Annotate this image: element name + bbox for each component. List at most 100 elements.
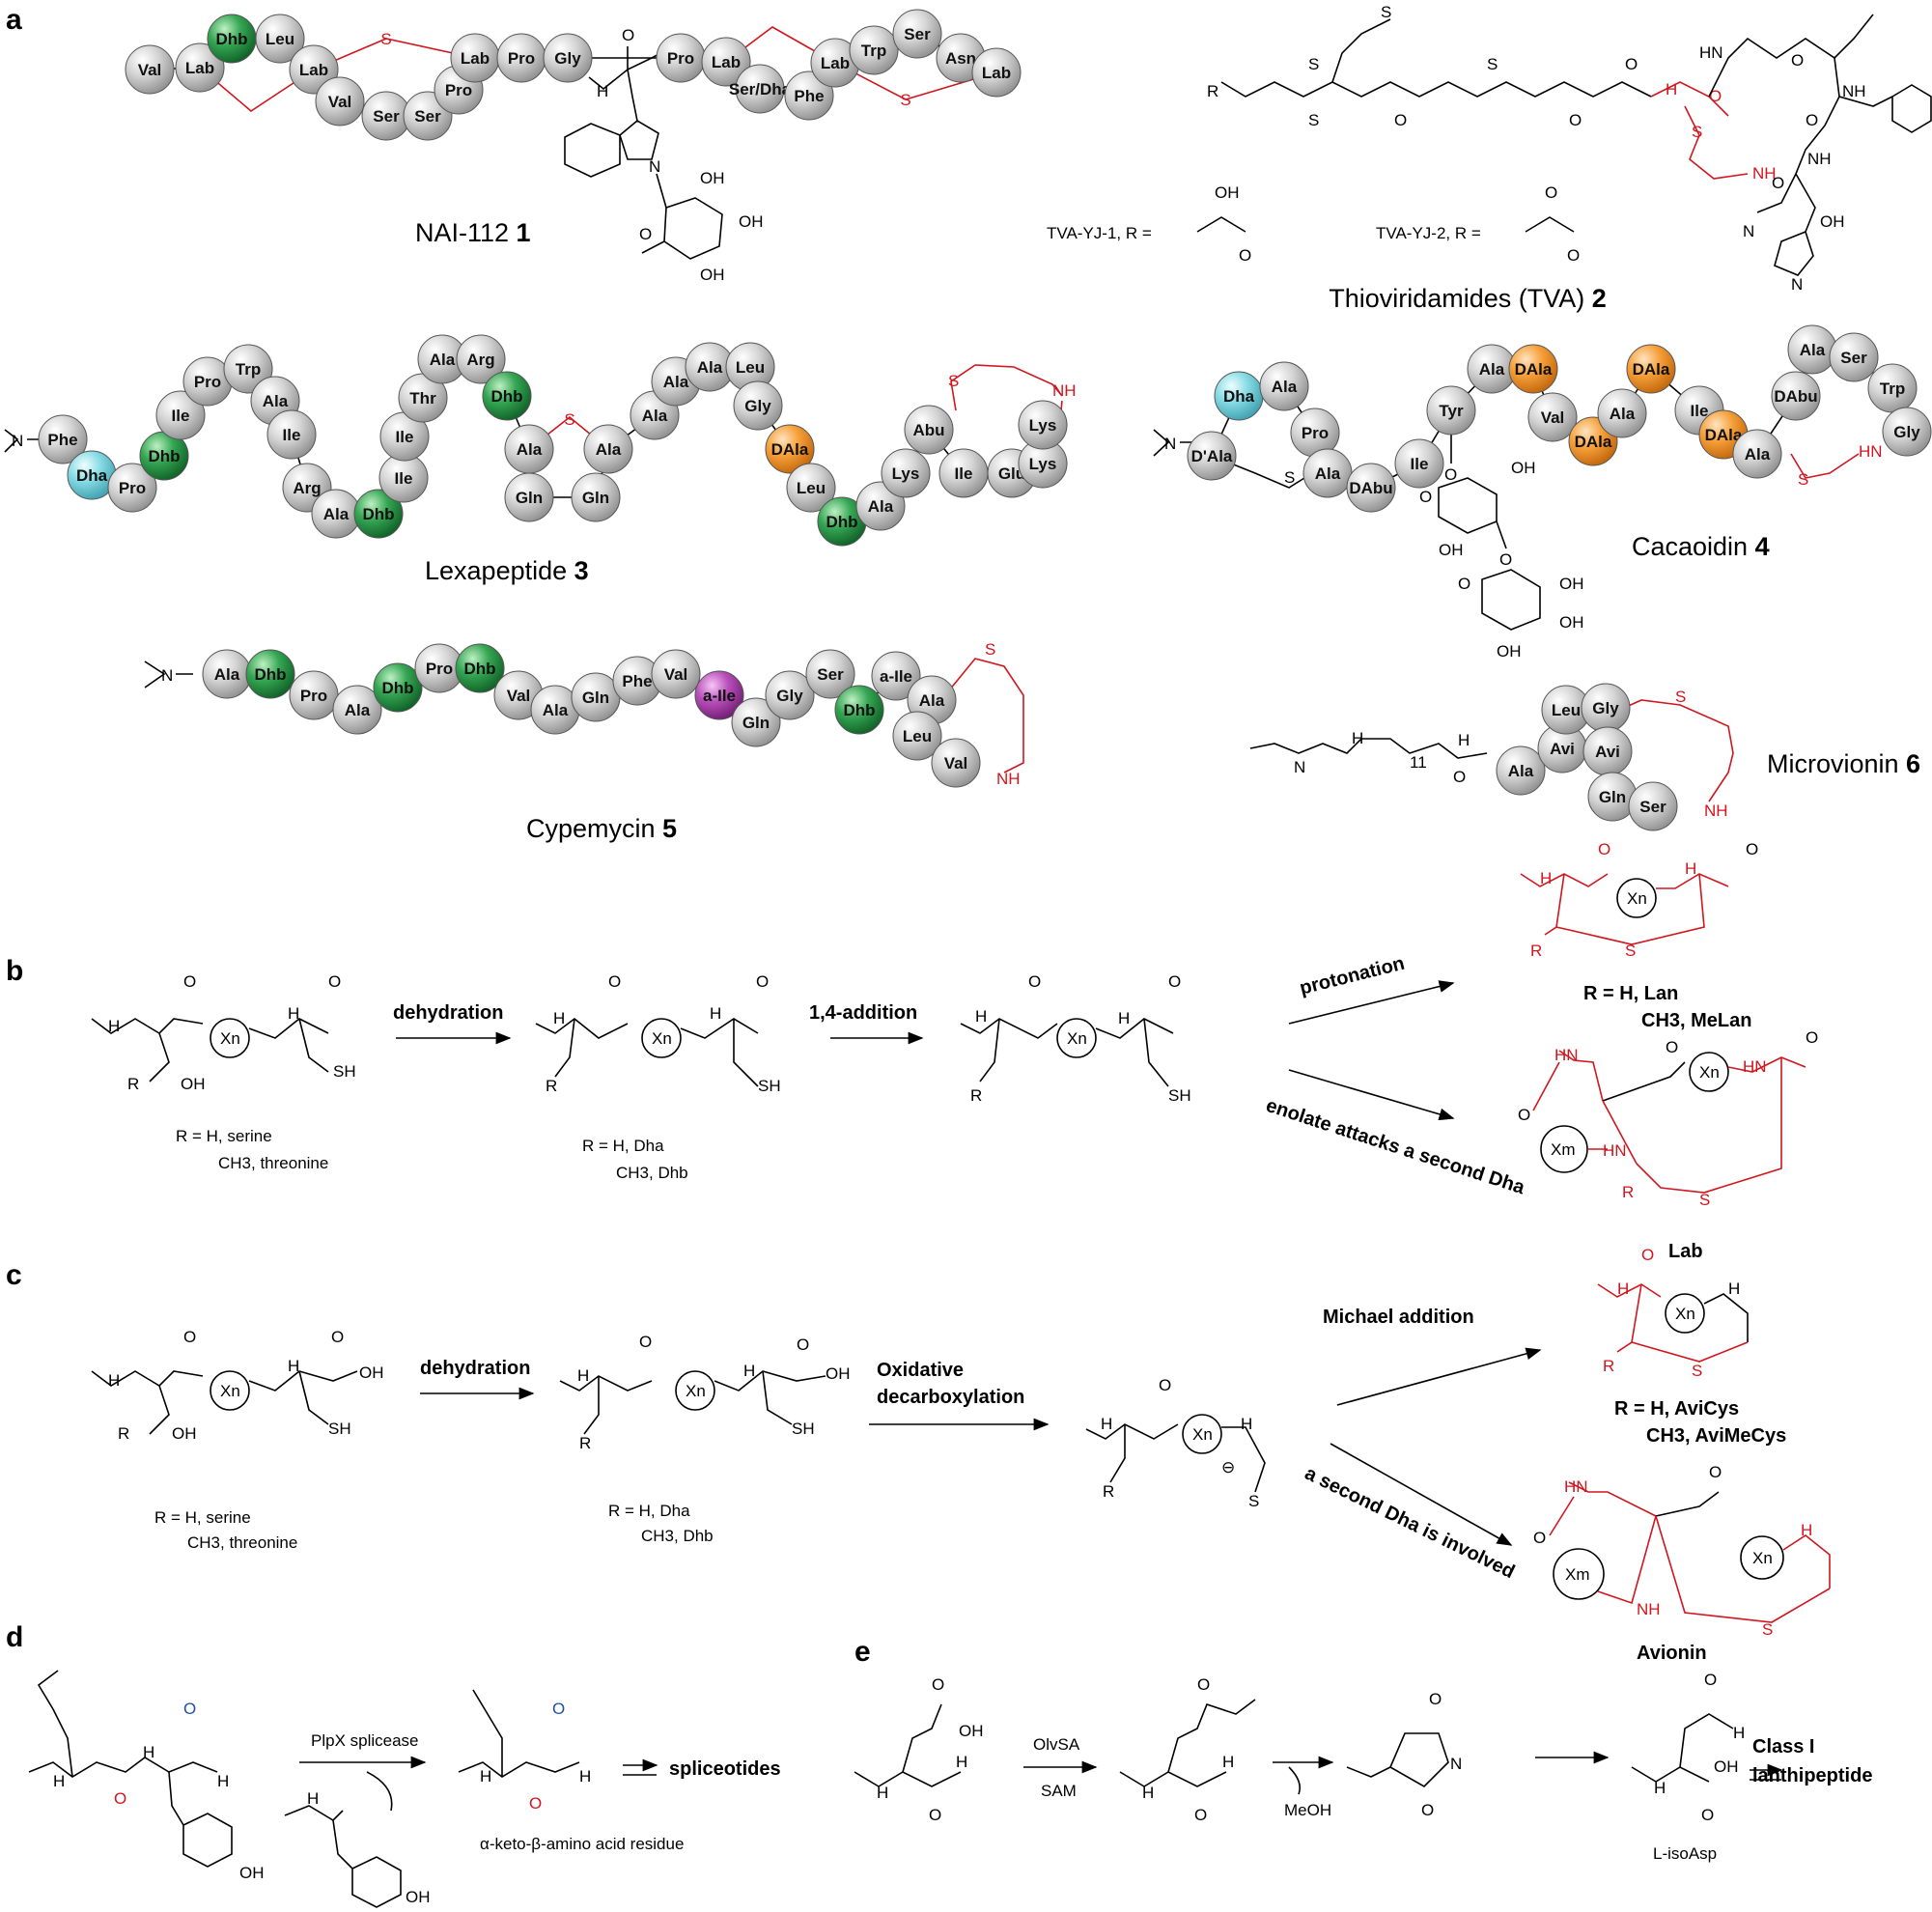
intermediate-label: R = H, Dha (608, 1502, 690, 1520)
residue-label: Pro (426, 660, 453, 678)
oxygen-atom: O (756, 972, 769, 991)
panel-e-isoasp: H O H OH O OlvSA SAM H O H O MeOH O O N … (854, 1671, 1872, 1863)
oxygen-atom: O (529, 1794, 542, 1813)
residue-label: Dha (1223, 387, 1255, 406)
nh-atom: H (743, 1362, 755, 1380)
indole-benzene (564, 123, 621, 178)
nh-atom: NH (1842, 82, 1866, 100)
residue-bead (353, 489, 404, 539)
hydroxyl: OH (359, 1364, 384, 1382)
avionin-ring (1655, 1515, 1831, 1623)
residue-label: Asn (945, 49, 976, 68)
residue-label: Gln (516, 489, 543, 507)
residue-label: Dhb (148, 447, 180, 465)
sugar-ring-1 (1438, 477, 1498, 534)
residue-label: Lab (299, 61, 328, 79)
residue-bead (504, 472, 554, 522)
residue-label: Ser (1639, 798, 1666, 816)
backbone (714, 1370, 826, 1392)
nh-atom: H (1733, 1724, 1745, 1742)
xn-residue (1616, 878, 1657, 918)
n-atom: N (1791, 275, 1803, 294)
phenyl-ring (1891, 84, 1932, 133)
avicys-ring (1631, 1341, 1749, 1363)
nh-atom: HN (1859, 442, 1883, 461)
residue-bead (543, 33, 593, 83)
residue-label: Ala (1479, 360, 1505, 379)
oxygen-atom: O (552, 1700, 565, 1718)
thiol: SH (1168, 1086, 1191, 1105)
oxygen-atom: O (1168, 972, 1181, 991)
thiolate-charge: ⊖ (1221, 1458, 1235, 1476)
oxygen-atom: O (639, 1333, 652, 1351)
nh-atom: H (108, 1371, 120, 1390)
intermediate-label: CH3, Dhb (616, 1164, 688, 1182)
hydroxyl: OH (1439, 541, 1464, 559)
product-label: R = H, AviCys (1614, 1398, 1739, 1420)
nh-atom: H (553, 1009, 565, 1027)
avionin-bridge (1604, 699, 1734, 802)
r-group: R (1207, 82, 1218, 100)
residue-bead (731, 697, 781, 747)
oxygen-atom: O (932, 1675, 944, 1694)
residue-label: Pro (1302, 424, 1329, 442)
methyl-bond (641, 240, 665, 254)
vinyl-group (1109, 1424, 1126, 1483)
substrate-label: R = H, serine (176, 1127, 272, 1145)
isoasp-label: L-isoAsp (1653, 1844, 1717, 1863)
sugar-ring (663, 197, 723, 260)
residue-label: Trp (1880, 380, 1905, 398)
cys-sidechain (733, 1019, 759, 1087)
residue-label: DAla (1633, 360, 1670, 379)
residue-label: Thr (409, 389, 436, 408)
r-group: R (579, 1434, 591, 1452)
oxygen-atom: O (1028, 972, 1041, 991)
residue-bead (223, 344, 273, 394)
sulfur-atom: S (1248, 1492, 1259, 1510)
hydroxyl: OH (1714, 1757, 1739, 1776)
curved-arrow (366, 1771, 393, 1812)
intermediate-label: CH3, Dhb (641, 1527, 714, 1545)
xn-residue (641, 1018, 682, 1058)
n-atom: N (161, 666, 173, 685)
met-sidechain (1331, 18, 1391, 83)
step-label: dehydration (420, 1358, 530, 1379)
residue-bead (1018, 400, 1068, 450)
residue-label: Gln (582, 489, 609, 507)
hydroxyl: OH (239, 1864, 265, 1882)
compound-name: Cacaoidin 4 (1632, 532, 1770, 561)
residue-label: Leu (903, 727, 932, 745)
residue-label: Ile (1691, 402, 1709, 420)
oxygen-atom: O (1394, 111, 1407, 129)
oxygen-atom: O (1791, 51, 1804, 70)
oxygen-atom: O (1772, 174, 1784, 192)
xn-label: Xn (1752, 1549, 1773, 1567)
cys-sidechain (1143, 1018, 1169, 1087)
residue-bead (583, 424, 633, 474)
residue-label: Gln (742, 714, 770, 732)
oxygen-atom: O (1429, 1690, 1442, 1708)
oxygen-atom: O (608, 972, 621, 991)
residue-label: Ala (543, 701, 569, 719)
residue-label: Val (507, 687, 531, 705)
r-group: R (546, 1077, 557, 1095)
residue-label: Ala (1610, 405, 1636, 423)
residue-label: Lab (821, 54, 850, 72)
residue-label: Ser (1840, 349, 1867, 367)
val-sidechain (1834, 14, 1874, 59)
hydroxyl: OH (1497, 642, 1522, 661)
sulfur-atom: S (1692, 1362, 1702, 1380)
hydroxyl: OH (172, 1424, 197, 1443)
nh-atom: H (1540, 869, 1552, 887)
residue-label: Ala (430, 351, 456, 369)
curved-arrow (1288, 1766, 1302, 1795)
thio-s: S (1308, 55, 1319, 73)
oxygen-atom: O (1453, 768, 1466, 786)
residue-bead (245, 649, 295, 699)
residue-bead (1426, 385, 1476, 436)
residue-bead (892, 9, 942, 59)
avionin-ring (1549, 1496, 1575, 1536)
product-label: Lab (1668, 1241, 1703, 1262)
lab-ring (1558, 1050, 1604, 1102)
